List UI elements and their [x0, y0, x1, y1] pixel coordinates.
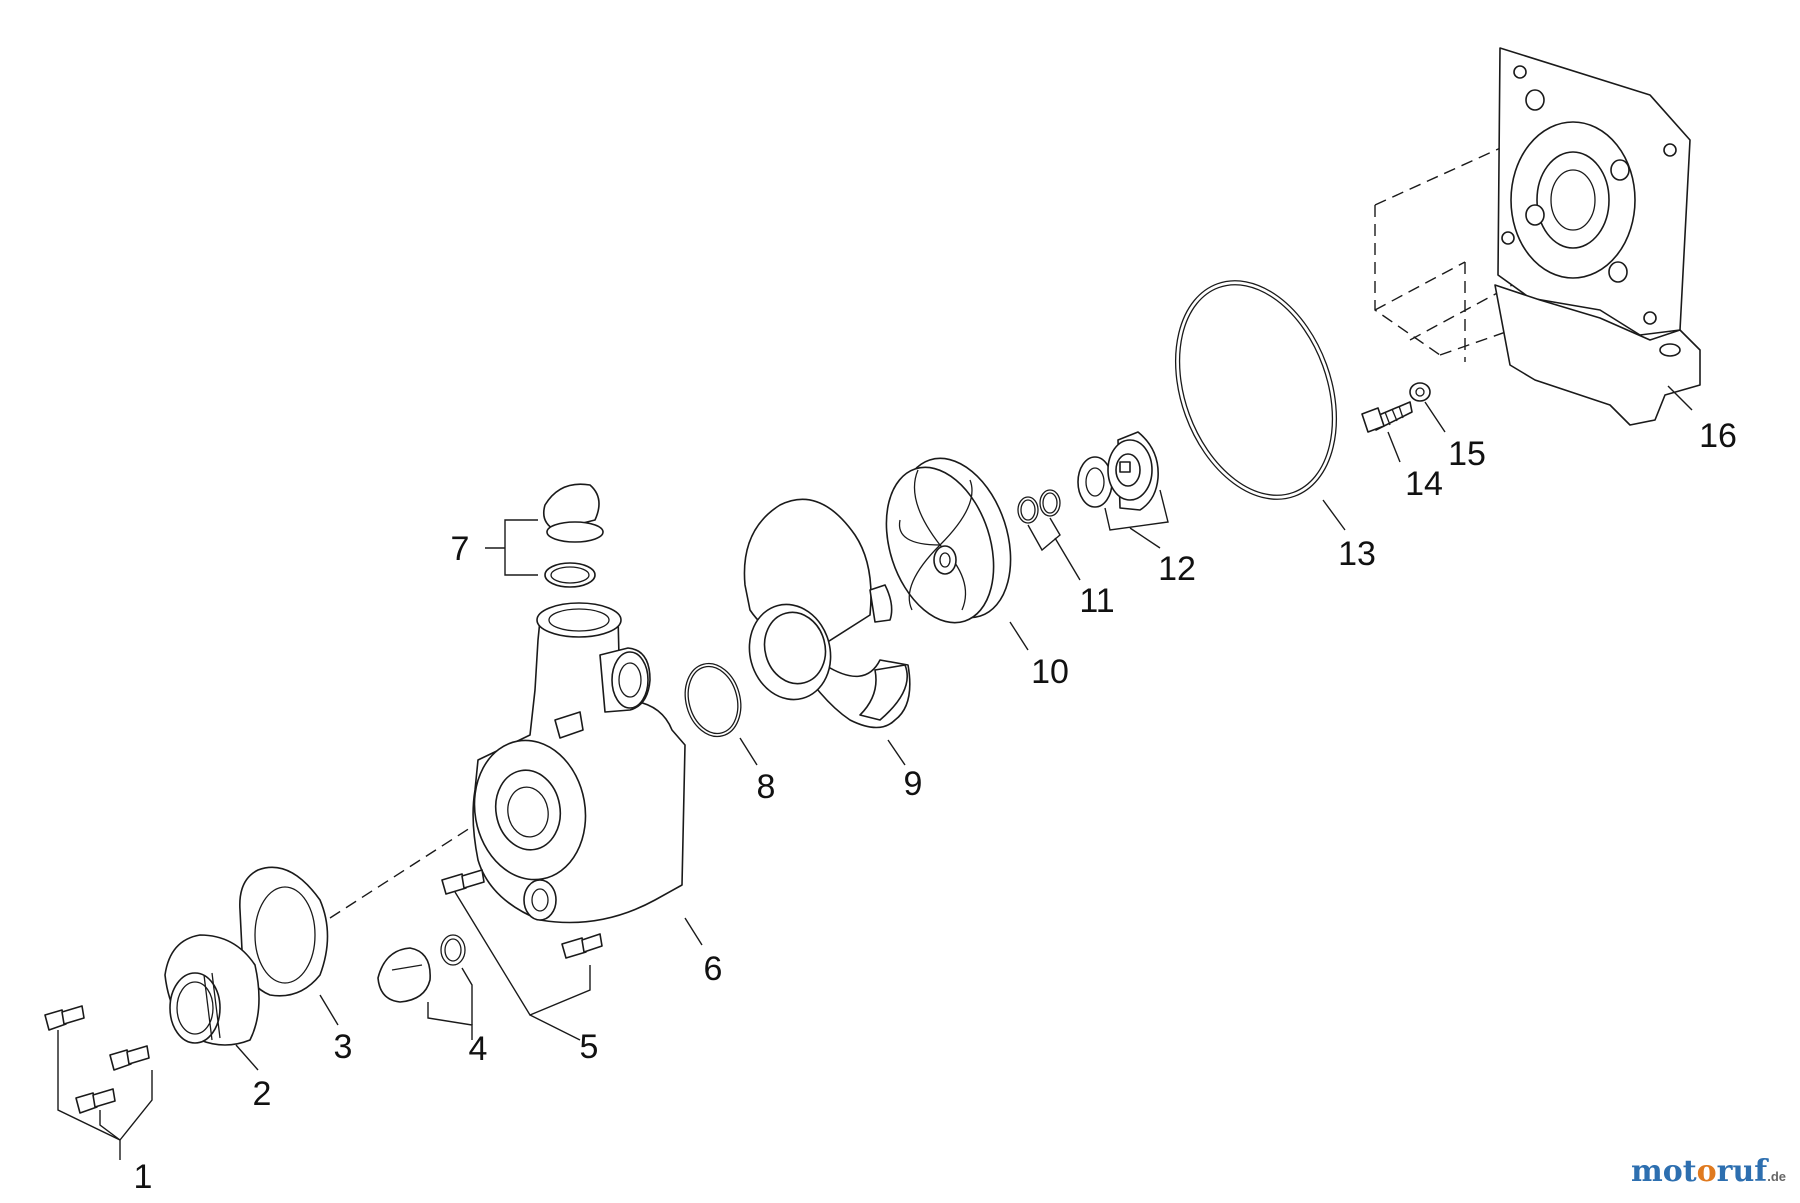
- o-ring: [684, 662, 742, 738]
- mechanical-seal: [1077, 431, 1159, 511]
- flange-gasket: [239, 866, 329, 997]
- label-part-11: 11: [1079, 582, 1114, 620]
- label-part-9: 9: [904, 765, 923, 803]
- label-part-13: 13: [1338, 535, 1376, 573]
- bearing-bracket: [1494, 47, 1701, 426]
- label-part-7: 7: [451, 530, 470, 568]
- impeller: [885, 457, 1012, 624]
- label-part-5: 5: [580, 1028, 599, 1066]
- volute-casing: [743, 498, 911, 729]
- watermark-tld: .de: [1767, 1169, 1786, 1184]
- label-part-10: 10: [1031, 653, 1069, 691]
- label-part-8: 8: [757, 768, 776, 806]
- washer: [1409, 382, 1431, 402]
- shims: [1017, 489, 1061, 524]
- watermark-part3: ruf: [1716, 1154, 1768, 1189]
- large-o-ring: [1174, 280, 1338, 500]
- watermark-part2: o: [1696, 1154, 1717, 1189]
- screw: [1361, 401, 1413, 433]
- drain-plug: [377, 934, 466, 1003]
- label-part-14: 14: [1405, 465, 1443, 503]
- label-part-1: 1: [134, 1158, 153, 1196]
- label-part-6: 6: [704, 950, 723, 988]
- label-part-12: 12: [1158, 550, 1196, 588]
- suction-connector: [164, 934, 260, 1046]
- fill-cap: [542, 483, 604, 588]
- label-part-15: 15: [1448, 435, 1486, 473]
- pump-casing: [472, 602, 686, 924]
- part-number-labels: 1 2 3 4 5 6 7 8 9 10 11 12 13 14 15 16: [134, 417, 1737, 1196]
- label-part-3: 3: [334, 1028, 353, 1066]
- watermark-logo: motoruf.de: [1631, 1154, 1786, 1189]
- leader-lines: [57, 385, 1693, 1160]
- label-part-4: 4: [469, 1030, 488, 1068]
- label-part-2: 2: [253, 1075, 272, 1113]
- bolts: [44, 1005, 150, 1114]
- label-part-16: 16: [1699, 417, 1737, 455]
- drain-plug-bolts: [441, 869, 603, 959]
- watermark-part1: mot: [1631, 1154, 1697, 1189]
